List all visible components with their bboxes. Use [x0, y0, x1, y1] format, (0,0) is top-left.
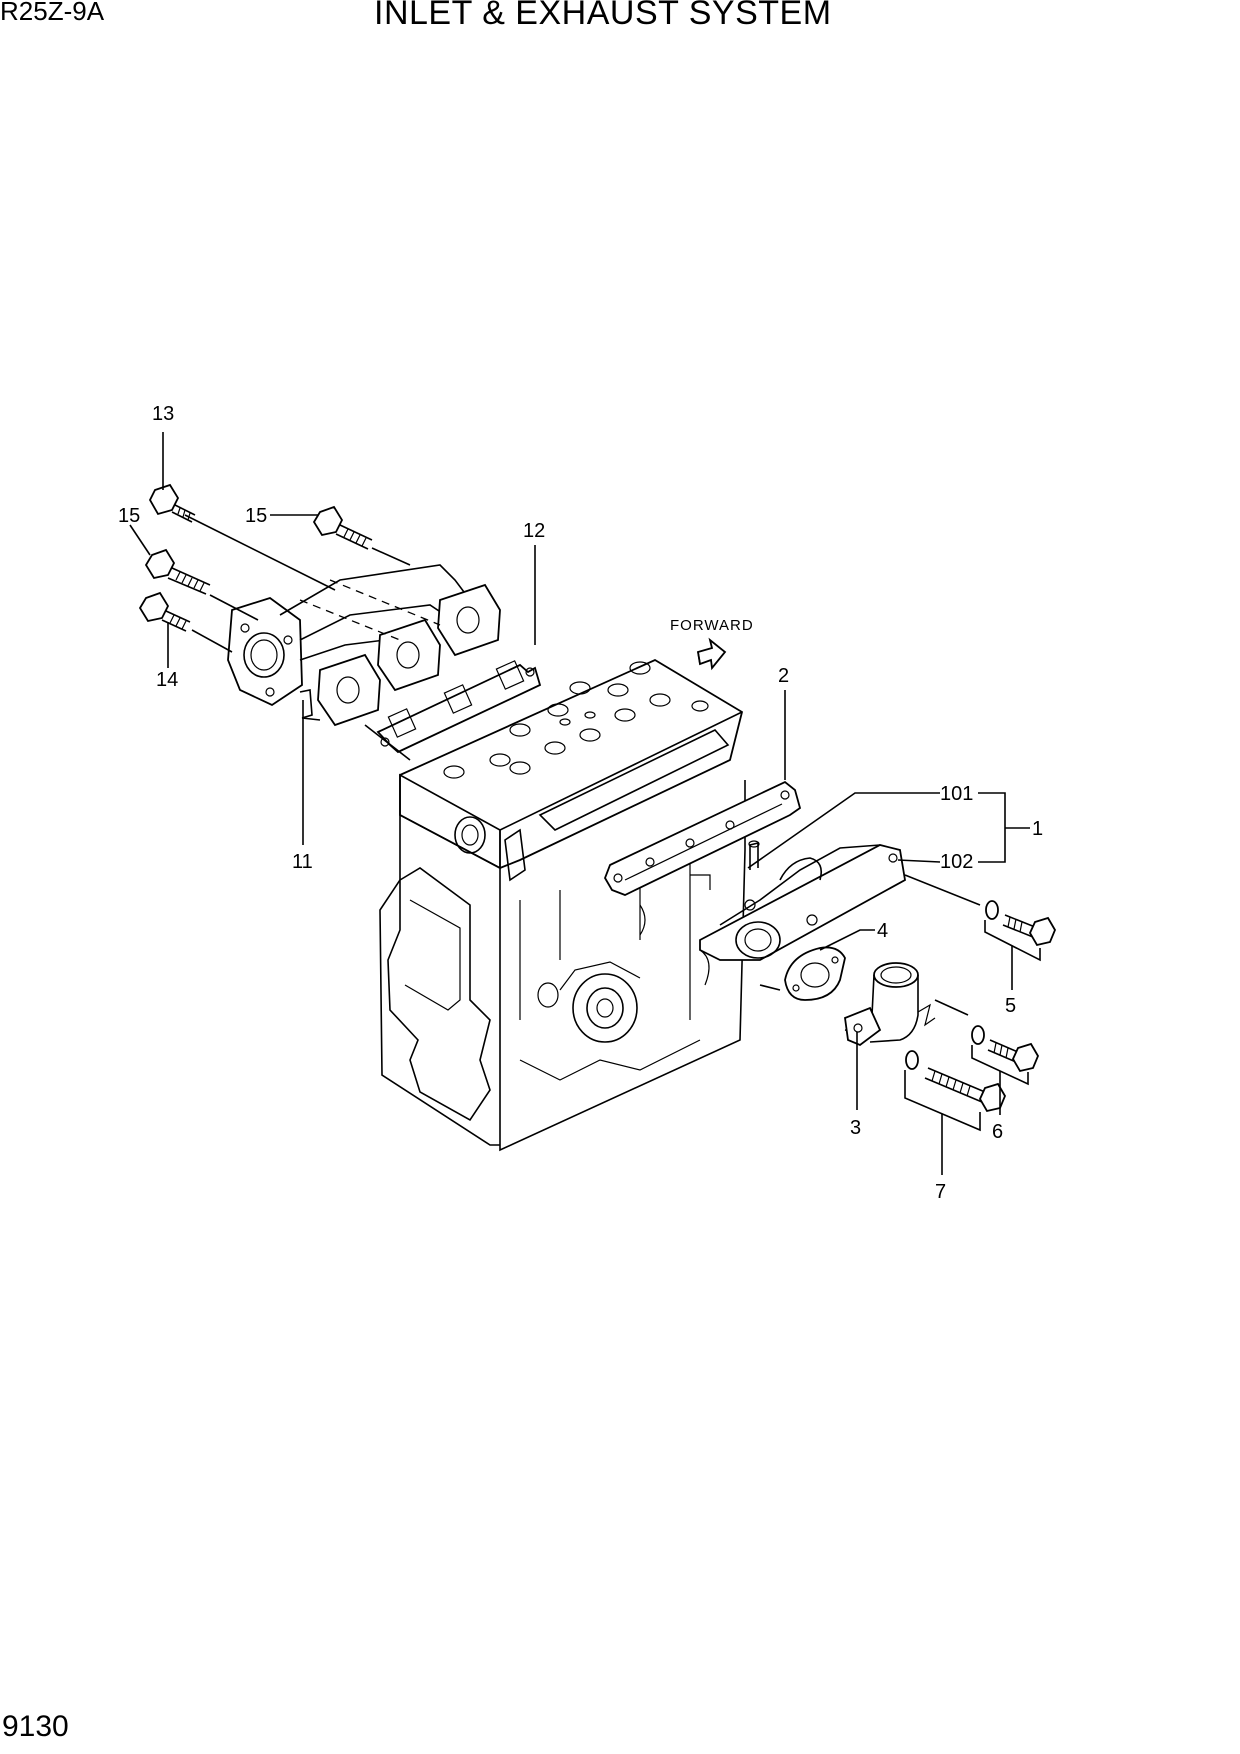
water-outlet-elbow: [844, 962, 919, 1047]
callout-14: 14: [156, 669, 178, 691]
bolt-7: [905, 1050, 1007, 1113]
callout-101: 101: [940, 783, 973, 805]
callout-3: 3: [850, 1117, 861, 1139]
callout-12: 12: [523, 520, 545, 542]
bolt-5: [985, 900, 1057, 947]
bolt-13: [148, 483, 196, 523]
bolt-15-top: [312, 505, 373, 550]
bolt-14: [138, 591, 191, 632]
page-title: INLET & EXHAUST SYSTEM: [374, 0, 832, 32]
bolt-6: [971, 1025, 1040, 1073]
leader-lines: [129, 432, 1041, 1175]
outlet-gasket: [784, 946, 846, 1001]
forward-arrow-icon: [696, 637, 727, 671]
callout-15-top: 15: [245, 505, 267, 527]
callout-4: 4: [877, 920, 888, 942]
exhaust-manifold: [227, 564, 501, 727]
callout-1: 1: [1032, 818, 1043, 840]
forward-label: FORWARD: [670, 617, 754, 634]
model-code: R25Z-9A: [0, 0, 105, 26]
callout-13: 13: [152, 403, 174, 425]
callout-labels: 13 15 15 12 14 11 2 101 1 102 4 5 3 6 7 …: [118, 403, 1043, 1203]
page-number: 9130: [2, 1710, 69, 1743]
callout-11: 11: [292, 851, 313, 873]
callout-2: 2: [778, 665, 789, 687]
callout-7: 7: [935, 1181, 946, 1203]
engine-block: [379, 658, 746, 1152]
callout-15-left: 15: [118, 505, 140, 527]
head-holes: [443, 661, 709, 779]
callout-102: 102: [940, 851, 973, 873]
callout-6: 6: [992, 1121, 1003, 1143]
side-cover-gasket: [604, 780, 802, 896]
callout-5: 5: [1005, 995, 1016, 1017]
thermostat-housing: [699, 840, 906, 961]
bolt-15-left: [144, 548, 211, 595]
